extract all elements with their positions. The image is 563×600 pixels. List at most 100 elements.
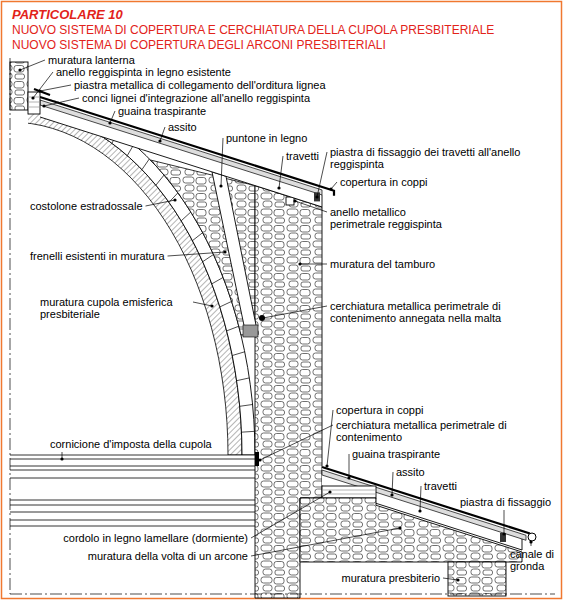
part-label: travetti — [424, 480, 457, 492]
leader-dot — [315, 195, 318, 198]
part-label: muratura lanterna — [48, 54, 135, 66]
rib-joint — [232, 352, 244, 356]
leader-line — [260, 425, 333, 460]
fixing-plate — [314, 192, 320, 201]
leader-line — [420, 486, 421, 511]
rib-joint — [142, 159, 149, 170]
leader-dot — [18, 68, 21, 71]
leader-line — [263, 306, 327, 318]
subtitle: NUOVO SISTEMA DI COPERTURA DEGLI ARCONI … — [12, 38, 386, 52]
leader-dot — [60, 457, 63, 460]
axis-line — [10, 594, 555, 595]
wood-grain — [29, 107, 39, 108]
part-label: anello metallico perimetrale reggispinta — [330, 206, 460, 230]
rib-joint — [241, 431, 254, 433]
leader-dot — [329, 187, 332, 190]
rib-joint — [240, 404, 253, 406]
leader-dot — [261, 316, 264, 319]
cornice-line — [10, 500, 255, 501]
drawing-title: PARTICOLARE 10 — [12, 7, 123, 22]
part-label: anello reggispinta in legno esistente — [56, 66, 231, 78]
leader-dot — [42, 104, 45, 107]
steel-ring-lower — [255, 452, 259, 466]
rib-joint — [212, 277, 223, 283]
part-label: muratura presbiterio — [342, 572, 440, 584]
cornice-line — [10, 526, 255, 527]
part-label: travetti — [286, 150, 319, 162]
leader-dot — [418, 509, 421, 512]
lantern-wall — [10, 62, 28, 110]
cornice-line — [10, 505, 255, 506]
leader-line — [193, 302, 212, 306]
lamella — [323, 494, 375, 495]
leader-line — [40, 85, 71, 91]
subtitle: NUOVO SISTEMA DI COPERTURA E CERCHIATURA… — [12, 23, 494, 37]
leader-line — [33, 72, 53, 98]
leader-line — [221, 138, 223, 186]
part-label: piastra di fissaggio dei travetti all'an… — [330, 146, 530, 170]
planking — [40, 100, 322, 195]
leader-dot — [456, 578, 459, 581]
leader-dot — [328, 490, 331, 493]
part-label: guaina traspirante — [118, 105, 206, 117]
part-label: cornicione d'imposta della cupola — [50, 438, 212, 450]
part-label: copertura in coppi — [340, 176, 427, 188]
leader-dot — [529, 540, 532, 543]
upper-roof — [40, 96, 334, 207]
presbytery-wall — [448, 562, 506, 596]
lamella — [323, 490, 375, 491]
leader-dot — [219, 184, 222, 187]
timber-strut — [212, 172, 258, 335]
part-label: frenelli esistenti in muratura — [30, 250, 165, 262]
leader-dot — [298, 262, 301, 265]
axis-line — [10, 58, 11, 594]
fixing-plate — [500, 533, 506, 542]
leader-dot — [223, 250, 226, 253]
cornice-line — [10, 459, 255, 460]
leader-line — [327, 410, 333, 466]
cornice-line — [10, 512, 255, 513]
rib-joint — [192, 233, 202, 241]
leader-line — [251, 492, 330, 538]
leader-line — [300, 264, 327, 265]
leader-dot — [502, 532, 505, 535]
part-label: puntone in legno — [226, 132, 307, 144]
leader-line — [295, 201, 327, 212]
part-label: muratura del tamburo — [330, 258, 435, 270]
part-label: piastra metallica di collegamento dell'o… — [74, 79, 326, 91]
wood-grain — [29, 102, 39, 103]
part-label: canale di gronda — [510, 548, 560, 572]
timber-ring — [28, 92, 40, 114]
roof-band — [40, 96, 322, 207]
leader-dot — [325, 464, 328, 467]
steel-ring — [286, 197, 294, 205]
rib-joint — [181, 212, 191, 221]
rib-joint — [237, 378, 250, 381]
leader-dot — [173, 198, 176, 201]
cornice-line — [10, 466, 255, 467]
leader-dot — [31, 96, 34, 99]
part-label: muratura della volta di un arcone — [88, 550, 248, 562]
cornice-line — [10, 478, 255, 479]
leader-line — [168, 252, 225, 256]
cornice-line — [10, 470, 255, 471]
part-label: muratura cupola emisferica presbiteriale — [40, 296, 190, 320]
leader-dot — [38, 89, 41, 92]
leader-dot — [293, 199, 296, 202]
part-label: copertura in coppi — [336, 404, 423, 416]
leader-dot — [258, 458, 261, 461]
leader-line — [20, 60, 45, 70]
leader-line — [110, 111, 115, 123]
leader-line — [160, 127, 165, 141]
part-label: piastra di fissaggio — [460, 496, 551, 508]
rafters — [40, 117, 322, 207]
rib-joint — [227, 326, 239, 331]
cornice-line — [10, 455, 255, 456]
leader-line — [146, 200, 175, 206]
leader-dot — [347, 476, 350, 479]
leader-dot — [210, 304, 213, 307]
leader-line — [443, 578, 458, 580]
leader-line — [349, 454, 350, 478]
